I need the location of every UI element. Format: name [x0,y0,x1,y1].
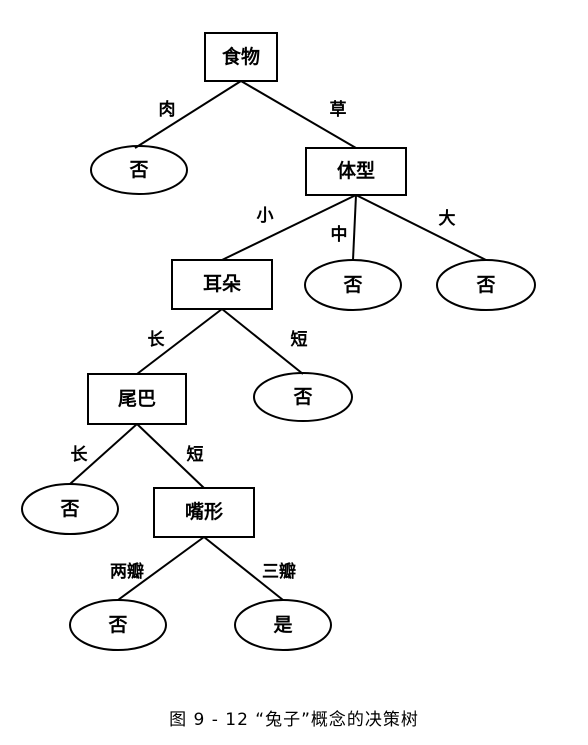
node-tail-box [87,373,187,425]
node-short-ear-no-ellipse [253,372,353,422]
node-meat-no-ellipse [90,145,188,195]
edge-label-long-ear: 长 [148,329,166,350]
node-two-lip-no-label: 否 [107,614,127,636]
node-ears-label: 耳朵 [203,273,241,295]
node-ears-box [171,259,273,310]
node-short-ear-no-label: 否 [292,386,312,408]
edge-line-large [355,194,487,261]
edge-line-two-lip [117,536,205,601]
edge-line-long-ear [136,308,223,375]
edge-label-two-lip: 两瓣 [110,561,144,582]
decision-tree-diagram: 食物 体型 耳朵 尾巴 嘴形 否 否 否 否 否 否 是 肉 草 小 中 大 长… [21,32,536,651]
node-long-tail-no-ellipse [21,483,119,535]
edge-label-grass: 草 [330,100,347,120]
node-two-lip-no-ellipse [69,599,167,651]
edge-line-three-lip [203,536,284,601]
edge-line-meat [134,80,242,149]
edge-label-short-tail: 短 [187,444,204,465]
edge-line-short-ear [221,308,304,375]
edge-line-long-tail [69,423,138,485]
node-three-lip-yes-label: 是 [273,614,292,636]
node-mouth-box [153,487,255,538]
edge-line-grass [240,80,357,149]
node-big-no-label: 否 [475,274,495,296]
node-meat-no-label: 否 [128,159,148,181]
edge-label-medium: 中 [331,224,348,245]
node-body-type-label: 体型 [337,159,375,182]
edge-line-small [221,194,357,261]
edge-label-large: 大 [439,208,456,229]
node-mid-no-ellipse [304,259,402,311]
node-big-no-ellipse [436,259,536,311]
edge-label-meat: 肉 [159,99,176,120]
edge-label-long-tail: 长 [71,444,89,465]
node-mid-no-label: 否 [342,274,362,296]
node-body-type-box [305,147,407,196]
node-three-lip-yes-ellipse [234,599,332,651]
edge-line-medium [352,194,357,261]
node-long-tail-no-label: 否 [59,498,79,520]
figure-caption: 图 9 - 12 “兔子”概念的决策树 [169,710,419,730]
edge-label-three-lip: 三瓣 [262,561,296,582]
edge-label-small: 小 [257,206,274,226]
edge-line-short-tail [136,423,205,489]
edge-label-short-ear: 短 [291,329,308,350]
node-food-box [204,32,278,82]
node-tail-label: 尾巴 [118,388,156,410]
node-mouth-label: 嘴形 [185,501,223,523]
node-food-label: 食物 [222,45,260,68]
